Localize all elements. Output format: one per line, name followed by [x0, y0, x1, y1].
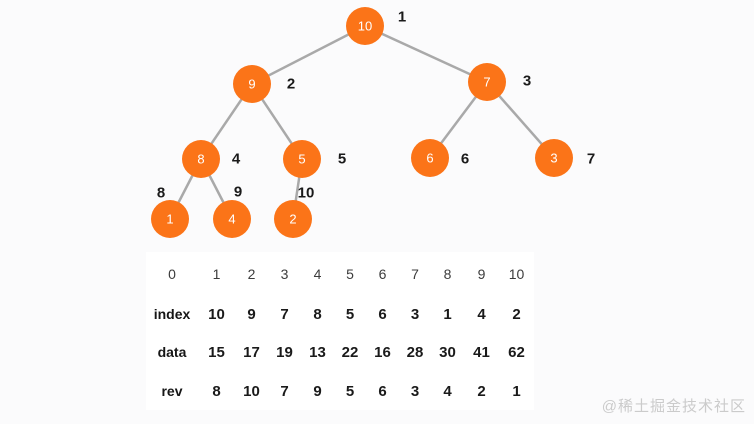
tree-node-circle — [468, 63, 506, 101]
table-value-cell: 2 — [477, 382, 486, 400]
table-header-cell: 3 — [280, 266, 289, 282]
table-header-cell: 4 — [313, 266, 322, 282]
table-value-cell: 30 — [439, 343, 456, 361]
tree-node-value: 3 — [550, 151, 557, 166]
tree-node-value: 9 — [248, 77, 255, 92]
table-value-cell: 17 — [243, 343, 260, 361]
table-value-cell: 16 — [374, 343, 391, 361]
table-value-cell: 41 — [473, 343, 490, 361]
table-header-cell: 1 — [212, 266, 221, 282]
tree-node-circle — [274, 200, 312, 238]
tree-node-index-label: 2 — [287, 76, 295, 93]
tree-node-value: 6 — [426, 151, 433, 166]
table-value-cell: 13 — [309, 343, 326, 361]
tree-node-value: 4 — [228, 212, 235, 227]
tree-node-value: 5 — [298, 152, 305, 167]
table-value-cell: 1 — [443, 305, 452, 323]
tree-node-value: 8 — [197, 152, 204, 167]
tree-node-index-label: 5 — [338, 151, 346, 168]
tree-edge — [364, 24, 488, 84]
table-header-cell: 10 — [508, 266, 525, 282]
table-header-cell: 5 — [346, 266, 354, 282]
tree-node-index-label: 3 — [523, 73, 531, 90]
table-header-cell: 9 — [477, 266, 486, 282]
table-header-cell: 2 — [247, 266, 256, 282]
tree-node-index-label: 6 — [461, 151, 469, 168]
table-value-cell: 22 — [341, 343, 359, 361]
tree-node-index-label: 7 — [587, 151, 595, 168]
table-value-cell: 9 — [247, 305, 256, 323]
table-value-cell: 4 — [443, 382, 452, 400]
table-value-cell: 19 — [276, 343, 293, 361]
table-value-cell: 9 — [313, 382, 322, 400]
table-header-cell: 6 — [378, 266, 387, 282]
tree-node-circle — [535, 139, 573, 177]
tree-node-value: 10 — [358, 19, 372, 34]
table-value-cell: 6 — [378, 382, 387, 400]
table-header-cell: 8 — [443, 266, 452, 282]
table-value-cell: 3 — [410, 382, 420, 400]
table-header-cell: 7 — [411, 266, 419, 282]
tree-node-index-label: 10 — [298, 185, 315, 202]
tree-node-circle — [233, 65, 271, 103]
table-value-cell: 3 — [410, 305, 420, 323]
table-value-cell: 2 — [512, 305, 521, 323]
tree-node-circle — [151, 200, 189, 238]
table-value-cell: 4 — [477, 305, 486, 323]
tree-node-circle — [182, 140, 220, 178]
table-header-cell: 0 — [168, 266, 176, 282]
tree-edge — [251, 24, 366, 86]
table-value-cell: 6 — [378, 305, 387, 323]
table-value-cell: 62 — [508, 343, 525, 361]
table-value-cell: 8 — [212, 382, 221, 400]
tree-node-value: 7 — [483, 75, 490, 90]
table-value-cell: 8 — [313, 305, 322, 323]
tree-node-circle — [283, 140, 321, 178]
table-value-cell: 7 — [280, 382, 289, 400]
table-value-cell: 10 — [208, 305, 225, 323]
table-value-cell: 10 — [243, 382, 260, 400]
table-value-cell: 15 — [208, 343, 225, 361]
table-value-cell: 5 — [345, 305, 355, 323]
tree-node-value: 2 — [289, 212, 296, 227]
tree-node-index-label: 8 — [157, 185, 165, 202]
tree-node-circle — [346, 7, 384, 45]
tree-node-value: 1 — [166, 212, 173, 227]
tree-node-index-label: 1 — [398, 9, 406, 26]
table-value-cell: 7 — [280, 305, 289, 323]
table-value-cell: 1 — [512, 382, 521, 400]
tree-node-circle — [213, 200, 251, 238]
tree-node-circle — [411, 139, 449, 177]
table-value-cell: 28 — [406, 343, 424, 361]
tree-node-index-label: 4 — [232, 151, 241, 168]
watermark: @稀土掘金技术社区 — [601, 398, 746, 415]
tree-node-index-label: 9 — [234, 184, 242, 201]
table-row-label: index — [153, 306, 191, 322]
table-row-label: rev — [161, 383, 183, 399]
table-row-label: data — [157, 344, 187, 360]
table-value-cell: 5 — [345, 382, 355, 400]
